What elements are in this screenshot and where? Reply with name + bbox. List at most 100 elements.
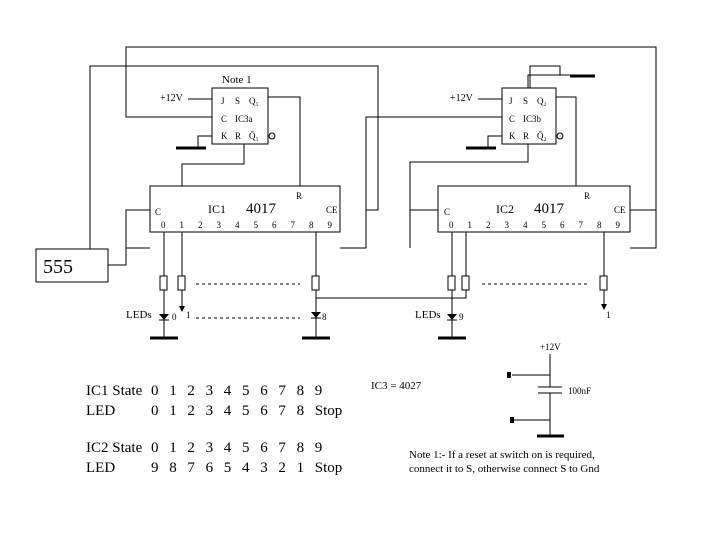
ic3b-flipflop: +12V J S Q₂ C IC3b K R Q̄₂ [340,74,595,249]
table-row-label: LED [86,403,115,419]
ic3b-pin-j: J [509,96,513,106]
ic1-output-pin-9: 9 [328,220,333,230]
ic2-output-pin-5: 5 [542,220,547,230]
table-cell: 6 [260,383,268,399]
ic1-output-arrow-1 [179,306,185,312]
table-cell: 2 [187,383,195,399]
table-cell: 0 [151,440,159,456]
ic2-pin-r: R [584,191,590,201]
table-cell: 6 [260,403,268,419]
cap-node-bottom [510,417,514,423]
table-cell: Stop [315,403,343,419]
ic1-led-1-label: 1 [186,310,191,320]
table-cell: 7 [187,460,195,476]
ic2-output-pin-0: 0 [449,220,454,230]
ic2-led-1-label: 1 [606,310,611,320]
ic1-pin-ce: CE [326,205,338,215]
ic3-definition: IC3 = 4027 [371,380,422,392]
note-1-tag: Note 1 [222,74,252,86]
ic1-led-8 [311,312,321,318]
ic2-resistor-1 [461,275,470,291]
table-row-label: LED [86,460,115,476]
ic3a-box [211,87,269,145]
reset-capacitor: +12V 100nF [507,342,591,438]
table-cell: 5 [224,460,232,476]
ic2-output-pin-2: 2 [486,220,491,230]
table-cell: 2 [187,440,195,456]
ic1-led-0-label: 0 [172,312,177,322]
top-wiring [89,46,657,249]
ic1-led-8-label: 8 [322,312,327,322]
ic1-pin-r: R [296,191,302,201]
table-cell: 8 [297,440,305,456]
ic1-led-0 [159,314,169,320]
ic2-output-pin-3: 3 [505,220,510,230]
ic1-output-pin-2: 2 [198,220,203,230]
table-cell: 1 [169,403,177,419]
ic3b-qbar-bubble [556,132,564,140]
ic2-output-pin-7: 7 [579,220,584,230]
table-cell: 8 [297,403,305,419]
table-cell: 4 [224,383,232,399]
ic3b-pin-s: S [523,96,528,106]
ic2-output-pin-8: 8 [597,220,602,230]
ic2-label: IC2 [496,202,514,216]
table-cell: 6 [260,440,268,456]
table-cell: 7 [278,403,286,419]
table-cell: 2 [278,460,286,476]
table-cell: 5 [242,440,250,456]
table-cell: 1 [169,383,177,399]
ic3a-qbar-bubble [268,132,276,140]
ic2-resistor-0 [447,275,456,291]
ic3b-pin-k: K [509,131,516,141]
table-cell: 9 [315,440,323,456]
ic1-label: IC1 [208,202,226,216]
ic3b-pin-q: Q₂ [537,96,547,106]
ic2-output-pin-4: 4 [523,220,528,230]
ic3a-pin-q: Q₁ [249,96,259,106]
ic2-resistor-8 [599,275,608,291]
table-cell: Stop [315,460,343,476]
table-row-label: IC2 State [86,440,143,456]
ic1-output-pin-7: 7 [291,220,296,230]
ic2-led-array: LEDs 9 1 [415,232,611,340]
table-cell: 1 [297,460,305,476]
ic1-output-pin-1: 1 [180,220,185,230]
ic1-output-pin-5: 5 [254,220,259,230]
ic1-resistor-0 [159,275,168,291]
ic1-output-pin-0: 0 [161,220,166,230]
table-cell: 3 [206,440,214,456]
ic3b-pin-r: R [523,131,529,141]
ic1-type: 4017 [246,201,277,217]
note-line-2: connect it to S, otherwise connect S to … [409,463,600,475]
table-cell: 1 [169,440,177,456]
ic3b-pin-qbar: Q̄₂ [537,131,547,141]
table-cell: 3 [206,383,214,399]
table-cell: 2 [187,403,195,419]
ic1-output-pin-8: 8 [309,220,314,230]
ic1-pin-c: C [155,207,161,217]
table-cell: 5 [242,383,250,399]
ic3b-pin-c: C [509,114,515,124]
ic3a-supply: +12V [160,93,184,104]
ic3a-pin-k: K [221,131,228,141]
table-cell: 0 [151,383,159,399]
cap-value: 100nF [568,386,591,396]
table-cell: 9 [151,460,159,476]
ic3a-pin-s: S [235,96,240,106]
ic1-led-array: LEDs 0 1 8 [126,232,467,340]
table-cell: 7 [278,440,286,456]
ic2-pin-c: C [444,207,450,217]
ic2-output-arrow-1 [601,304,607,310]
cap-node-top [507,372,511,378]
ic3a-pin-j: J [221,96,225,106]
ic2-type: 4017 [534,201,565,217]
ic1-resistor-8 [311,275,320,291]
table-row-label: IC1 State [86,383,143,399]
table-cell: 4 [224,403,232,419]
table-cell: 3 [206,403,214,419]
